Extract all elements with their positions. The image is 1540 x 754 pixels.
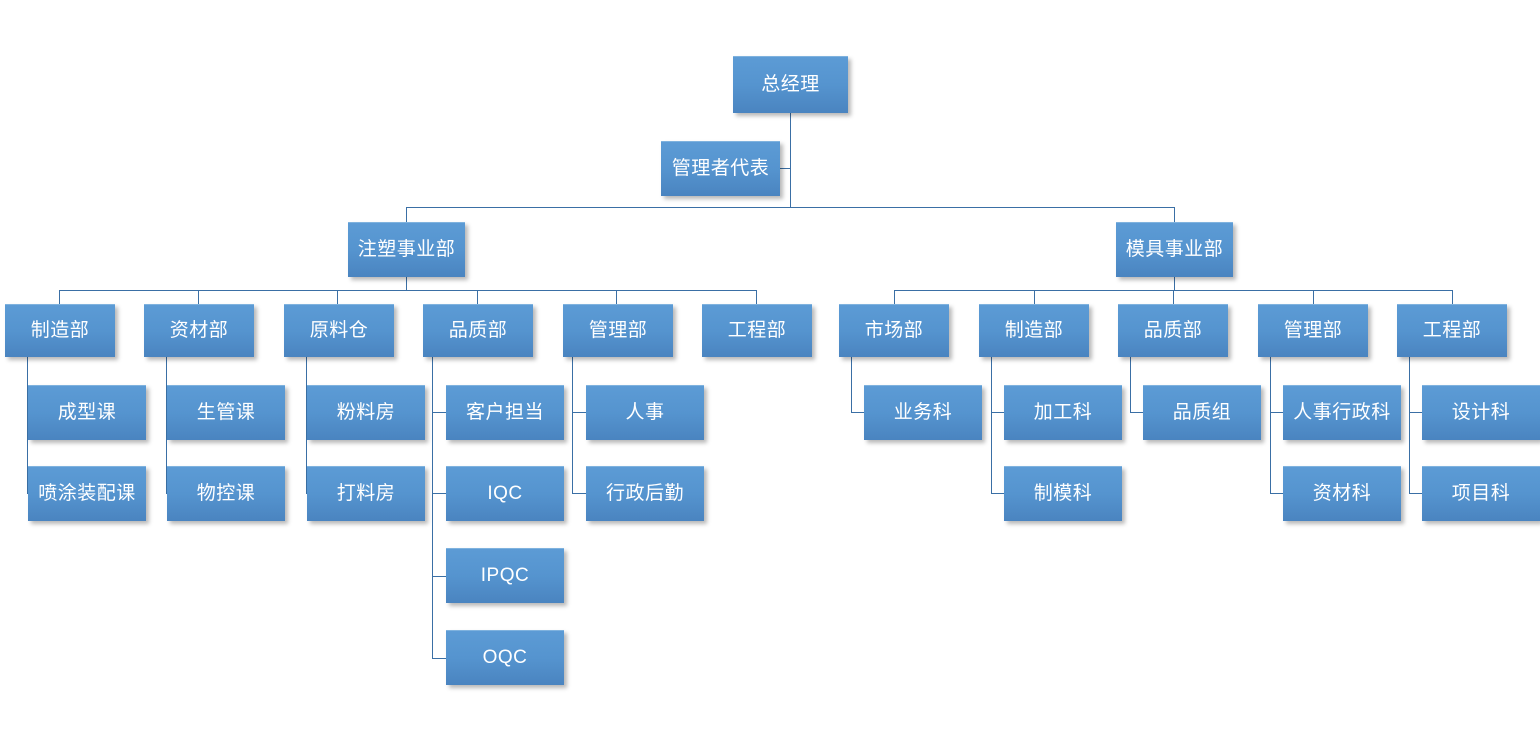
connector-inj-dept-drop-6 — [756, 290, 757, 304]
connector-mold-dept-drop-3 — [1173, 290, 1174, 304]
connector-mold-dept-drop-4 — [1313, 290, 1314, 304]
connector-inj-dept-drop-1 — [59, 290, 60, 304]
connector-mold-admin-stub-2 — [1270, 493, 1284, 494]
node-inj-admin-hr[interactable]: 人事 — [586, 385, 704, 440]
connector-mold-mfg-spine — [991, 357, 992, 494]
node-inj-manufacturing[interactable]: 制造部 — [5, 304, 115, 357]
connector-inj-admin-stub-2 — [572, 493, 586, 494]
connector-mold-market-stub-1 — [851, 412, 865, 413]
connector-mold-quality-stub-1 — [1130, 412, 1144, 413]
connector-inj-admin-spine — [572, 357, 573, 494]
node-inj-quality-customer-service[interactable]: 客户担当 — [446, 385, 564, 440]
connector-inj-quality-stub-1 — [432, 412, 446, 413]
node-inj-admin-logistics[interactable]: 行政后勤 — [586, 466, 704, 521]
node-inj-quality[interactable]: 品质部 — [423, 304, 533, 357]
connector-inj-dept-drop-2 — [198, 290, 199, 304]
connector-inj-material-spine — [166, 357, 167, 494]
connector-mold-admin-spine — [1270, 357, 1271, 494]
node-mold-admin[interactable]: 管理部 — [1258, 304, 1368, 357]
connector-mold-dept-drop-5 — [1452, 290, 1453, 304]
connector-assistant-stub — [780, 168, 791, 169]
node-inj-mfg-molding[interactable]: 成型课 — [28, 385, 146, 440]
connector-mold-mfg-stub-2 — [991, 493, 1005, 494]
connector-mold-trunk — [1174, 277, 1175, 290]
connector-mold-admin-stub-1 — [1270, 412, 1284, 413]
connector-inj-admin-stub-1 — [572, 412, 586, 413]
node-inj-quality-iqc[interactable]: IQC — [446, 466, 564, 521]
node-management-representative[interactable]: 管理者代表 — [661, 141, 780, 196]
node-inj-engineering[interactable]: 工程部 — [702, 304, 812, 357]
connector-gm-trunk — [790, 113, 791, 207]
node-mold-manufacturing[interactable]: 制造部 — [979, 304, 1089, 357]
connector-inj-dept-drop-5 — [616, 290, 617, 304]
connector-mold-dept-drop-1 — [894, 290, 895, 304]
node-mold-admin-material[interactable]: 资材科 — [1283, 466, 1401, 521]
connector-mold-mfg-stub-1 — [991, 412, 1005, 413]
connector-inj-trunk — [406, 277, 407, 290]
connector-mold-engineering-stub-2 — [1409, 493, 1423, 494]
node-inj-material[interactable]: 资材部 — [144, 304, 254, 357]
connector-division-drop-left — [406, 207, 407, 227]
node-general-manager[interactable]: 总经理 — [733, 56, 848, 113]
node-mold-mfg-moldmaking[interactable]: 制模科 — [1004, 466, 1122, 521]
node-inj-admin[interactable]: 管理部 — [563, 304, 673, 357]
node-inj-warehouse[interactable]: 原料仓 — [284, 304, 394, 357]
connector-inj-quality-stub-4 — [432, 658, 446, 659]
node-division-mold[interactable]: 模具事业部 — [1116, 222, 1233, 277]
node-mold-quality-group[interactable]: 品质组 — [1143, 385, 1261, 440]
connector-inj-dept-drop-4 — [477, 290, 478, 304]
connector-mold-engineering-spine — [1409, 357, 1410, 494]
node-mold-engineering[interactable]: 工程部 — [1397, 304, 1507, 357]
connector-inj-quality-stub-2 — [432, 493, 446, 494]
node-inj-mfg-painting-assembly[interactable]: 喷涂装配课 — [28, 466, 146, 521]
node-mold-market[interactable]: 市场部 — [839, 304, 949, 357]
node-inj-quality-ipqc[interactable]: IPQC — [446, 548, 564, 603]
connector-inj-quality-stub-3 — [432, 576, 446, 577]
connector-mold-quality-spine — [1130, 357, 1131, 413]
connector-inj-quality-spine — [432, 357, 433, 658]
node-inj-material-production-control[interactable]: 生管课 — [167, 385, 285, 440]
node-mold-admin-hr-administration[interactable]: 人事行政科 — [1283, 385, 1401, 440]
node-inj-quality-oqc[interactable]: OQC — [446, 630, 564, 685]
node-mold-quality[interactable]: 品质部 — [1118, 304, 1228, 357]
connector-mold-dept-drop-2 — [1034, 290, 1035, 304]
connector-inj-dept-bar — [59, 290, 756, 291]
connector-division-drop-right — [1174, 207, 1175, 227]
connector-mold-engineering-stub-1 — [1409, 412, 1423, 413]
node-mold-engineering-design[interactable]: 设计科 — [1422, 385, 1540, 440]
node-mold-market-sales[interactable]: 业务科 — [864, 385, 982, 440]
connector-inj-warehouse-spine — [306, 357, 307, 494]
connector-mold-market-spine — [851, 357, 852, 413]
node-mold-engineering-project[interactable]: 项目科 — [1422, 466, 1540, 521]
node-inj-warehouse-powder-room[interactable]: 粉料房 — [307, 385, 425, 440]
node-inj-material-inventory-control[interactable]: 物控课 — [167, 466, 285, 521]
connector-inj-mfg-spine — [27, 357, 28, 494]
node-inj-warehouse-grinding-room[interactable]: 打料房 — [307, 466, 425, 521]
connector-division-bar — [406, 207, 1175, 208]
node-mold-mfg-machining[interactable]: 加工科 — [1004, 385, 1122, 440]
node-division-injection[interactable]: 注塑事业部 — [348, 222, 465, 277]
connector-inj-dept-drop-3 — [337, 290, 338, 304]
